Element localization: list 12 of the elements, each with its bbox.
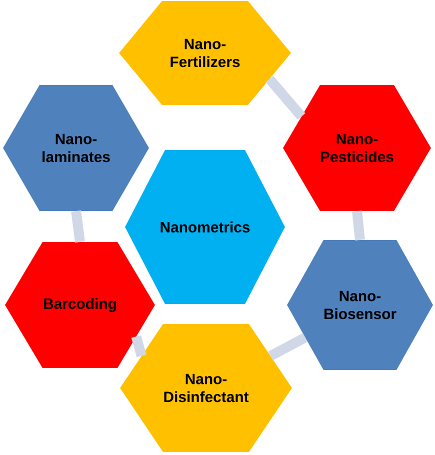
connector [71,210,85,243]
connector [352,210,365,241]
connector [266,76,306,120]
connector [268,333,308,360]
hexagon: Barcoding [5,242,155,368]
connector [131,335,146,358]
hexagon: Nanometrics [125,150,285,304]
hexagon: Nano- laminates [3,85,149,211]
hexagon: Nano- Pesticides [283,85,431,211]
hexagon: Nano- Fertilizers [119,1,291,105]
hexagon: Nano- Disinfectant [120,324,292,452]
hexagon: Nano- Biosensor [287,240,433,370]
